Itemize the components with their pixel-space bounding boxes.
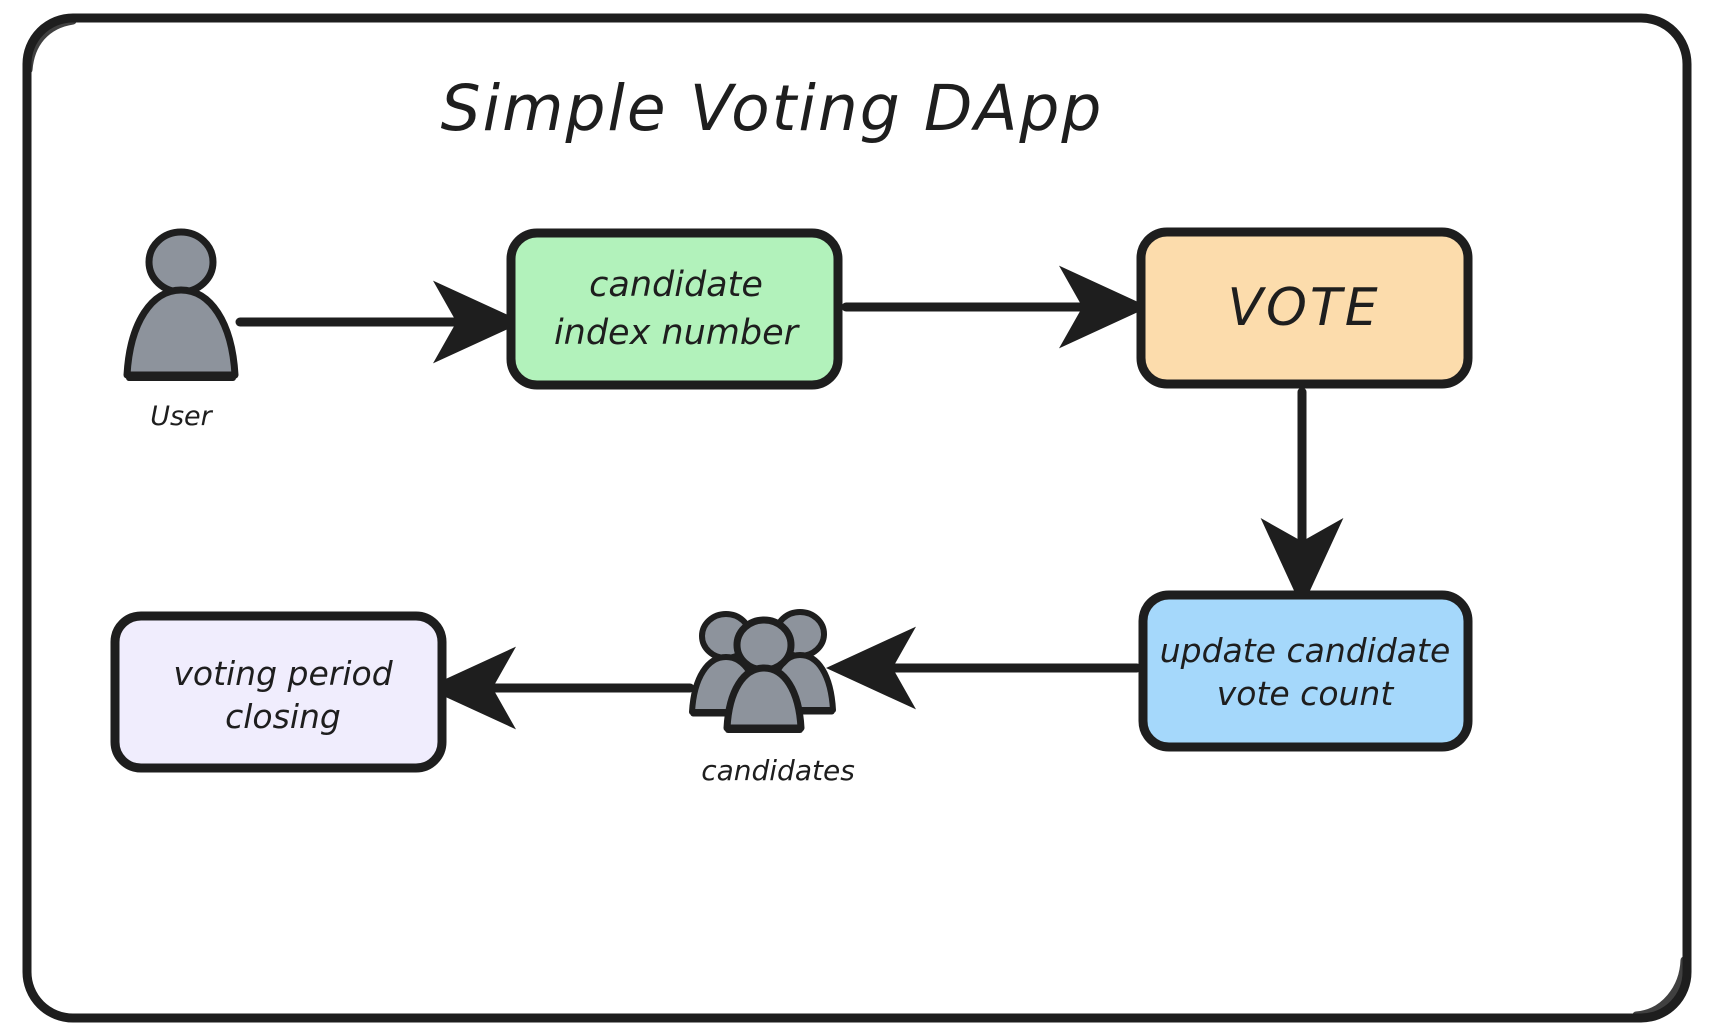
vote-label: VOTE: [1227, 278, 1380, 338]
candidate-index-box[interactable]: candidate index number: [506, 228, 843, 390]
person-icon: [123, 228, 239, 381]
candidate-index-label-line1: candidate: [589, 265, 763, 305]
user-node: User: [123, 228, 239, 432]
vote-box[interactable]: VOTE: [1136, 227, 1473, 389]
voting-period-closing-label-line1: voting period: [173, 654, 393, 693]
candidates-node: candidates: [689, 609, 855, 787]
candidates-label: candidates: [701, 754, 855, 787]
candidate-index-label-line2: index number: [554, 313, 801, 353]
outer-rounded-frame: [22, 13, 1692, 1023]
update-count-box[interactable]: update candidate vote count: [1138, 590, 1473, 752]
user-label: User: [150, 401, 213, 432]
voting-period-closing-label-line2: closing: [225, 697, 341, 736]
voting-period-closing-box[interactable]: voting period closing: [110, 611, 447, 773]
update-count-label-line1: update candidate: [1160, 631, 1451, 670]
update-count-label-line2: vote count: [1217, 674, 1395, 713]
page-title: Simple Voting DApp: [441, 72, 1104, 145]
people-group-icon: [689, 609, 836, 733]
